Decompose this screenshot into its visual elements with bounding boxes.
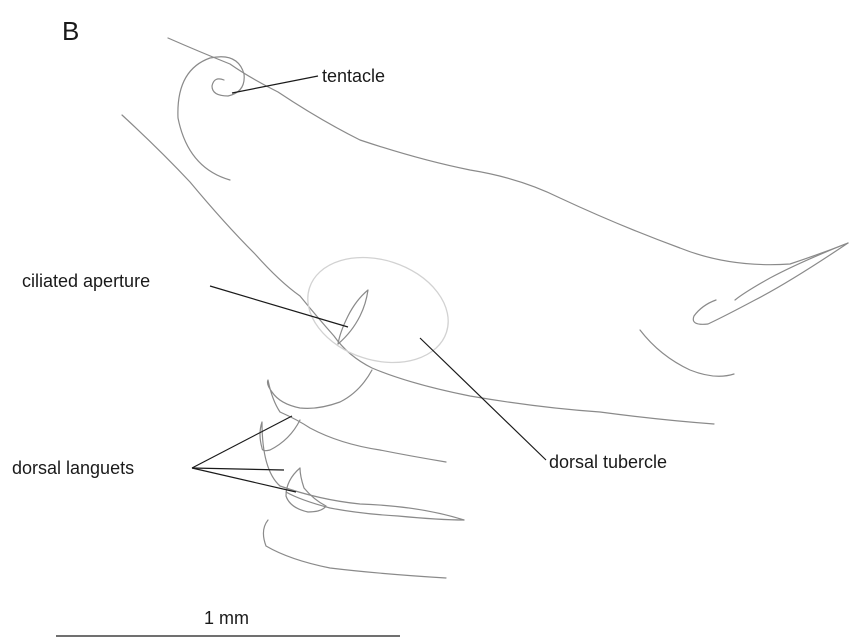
tail-lower: [693, 243, 848, 324]
ciliated-aperture-label: ciliated aperture: [22, 271, 150, 291]
ciliated-aperture-leader: [210, 286, 348, 327]
languet-2: [260, 420, 464, 520]
dorsal-tubercle-shape: [294, 240, 462, 380]
languet-3: [263, 468, 446, 578]
tentacle-label: tentacle: [322, 66, 385, 86]
specimen-outline: [122, 38, 848, 578]
ciliated-aperture-outline: [338, 290, 368, 344]
tail-upper: [735, 243, 848, 300]
leader-lines: [192, 76, 546, 492]
body-posterior-curve: [640, 330, 734, 376]
languet-leader-1: [192, 416, 292, 468]
languet-leader-2: [192, 468, 284, 470]
dorsal-tubercle-label: dorsal tubercle: [549, 452, 667, 472]
body-left-margin: [122, 115, 714, 424]
scale-bar: 1 mm: [56, 608, 400, 636]
tentacle-spiral: [178, 57, 244, 180]
scale-bar-label: 1 mm: [204, 608, 249, 628]
panel-letter: B: [62, 16, 79, 46]
dorsal-languets-label: dorsal languets: [12, 458, 134, 478]
dorsal-tubercle-leader: [420, 338, 546, 460]
languet-leader-3: [192, 468, 296, 492]
body-upper-edge: [168, 38, 848, 265]
